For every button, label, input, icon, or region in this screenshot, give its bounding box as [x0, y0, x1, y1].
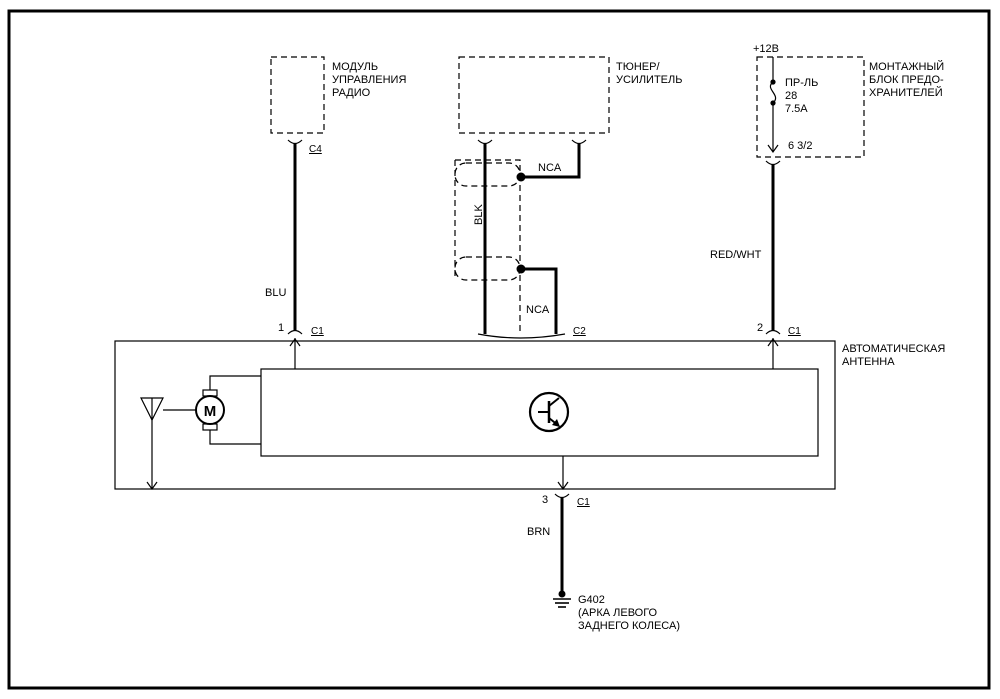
- splice-dot-top: [516, 172, 526, 182]
- fuse-block-label-1: МОНТАЖНЫЙ: [869, 60, 944, 73]
- pin2-connector-symbol: [765, 329, 781, 335]
- fuse-number: 28: [785, 90, 797, 102]
- shield-dash-right: [455, 159, 521, 334]
- c4-connector-symbol: [287, 139, 303, 145]
- nca-bottom-label: NCA: [526, 304, 550, 316]
- motor-wire-top: [209, 375, 261, 390]
- pin3-connector-symbol: [554, 493, 570, 499]
- antenna-icon: [140, 397, 164, 491]
- nca-top-label: NCA: [538, 162, 562, 174]
- brn-wire-label: BRN: [527, 526, 550, 538]
- radio-module-label-2: УПРАВЛЕНИЯ: [332, 74, 406, 86]
- shield-capsule-top: [454, 162, 521, 187]
- motor-symbol: M: [204, 403, 217, 420]
- fuse-name: ПР-ЛЬ: [785, 77, 818, 89]
- shield-capsule-bottom: [454, 256, 521, 281]
- motor-wire-bottom: [209, 430, 261, 445]
- diagram-frame: [7, 9, 991, 690]
- pin1-arrow: [289, 337, 301, 347]
- fuse-block-label-3: ХРАНИТЕЛЕЙ: [869, 86, 943, 99]
- pin2-number: 2: [757, 322, 763, 334]
- blk-wire-label: BLK: [473, 204, 485, 225]
- radio-module: МОДУЛЬ УПРАВЛЕНИЯ РАДИО C4: [270, 56, 406, 155]
- tuner-box: [458, 56, 610, 134]
- pin2-connector-label: C1: [788, 326, 801, 337]
- ground-label-1: G402: [578, 594, 605, 606]
- antenna-label-1: АВТОМАТИЧЕСКАЯ: [842, 343, 945, 355]
- tuner-amplifier: ТЮНЕР/ УСИЛИТЕЛЬ: [458, 56, 682, 145]
- antenna-control-module: [260, 368, 819, 457]
- radio-module-label-3: РАДИО: [332, 87, 371, 99]
- splice-dot-bottom: [516, 264, 526, 274]
- motor-icon: M: [195, 389, 225, 431]
- blu-wire-label: BLU: [265, 287, 286, 299]
- fuse-block-box: [756, 56, 865, 158]
- c2-connector-symbol: [477, 333, 566, 339]
- fuse-block-pin: 6 3/2: [788, 140, 812, 152]
- automatic-antenna: АВТОМАТИЧЕСКАЯ АНТЕННА 1 C1 2 C1: [114, 322, 945, 508]
- fuse-block-connector-symbol: [765, 160, 781, 166]
- tuner-label-2: УСИЛИТЕЛЬ: [616, 74, 682, 86]
- transistor-icon: [528, 391, 570, 433]
- pin3-number: 3: [542, 494, 548, 506]
- antenna-box: [114, 340, 836, 490]
- fuse-rating: 7.5А: [785, 103, 808, 115]
- tuner-label-1: ТЮНЕР/: [616, 61, 660, 73]
- ground-label-2: (АРКА ЛЕВОГО: [578, 607, 658, 619]
- ground-label-3: ЗАДНЕГО КОЛЕСА): [578, 620, 680, 632]
- pin1-connector-symbol: [287, 329, 303, 335]
- fuse-output-arrow: [767, 144, 779, 154]
- ground-icon: [553, 590, 571, 608]
- red-wht-wire-label: RED/WHT: [710, 249, 762, 261]
- tuner-connector-right: [571, 139, 587, 145]
- pin1-connector-label: C1: [311, 326, 324, 337]
- nca-wire-bottom: [521, 267, 558, 334]
- c2-connector-label: C2: [573, 326, 586, 337]
- c4-connector-label: C4: [309, 144, 322, 155]
- pin3-connector-label: C1: [577, 497, 590, 508]
- fuse-block-label-2: БЛОК ПРЕДО-: [869, 74, 944, 86]
- pin1-number: 1: [278, 322, 284, 334]
- antenna-label-2: АНТЕННА: [842, 356, 895, 368]
- radio-module-label-1: МОДУЛЬ: [332, 61, 378, 73]
- radio-module-box: [270, 56, 325, 134]
- fuse-block-voltage: +12В: [753, 43, 779, 55]
- pin2-arrow: [767, 337, 779, 347]
- pin3-arrow: [557, 481, 569, 491]
- tuner-connector-left: [477, 139, 493, 145]
- fuse-block: +12В МОНТАЖНЫЙ БЛОК ПРЕДО- ХРАНИТЕЛЕЙ ПР…: [753, 43, 944, 166]
- nca-wire-top: [521, 143, 581, 179]
- fuse-icon: [769, 81, 777, 104]
